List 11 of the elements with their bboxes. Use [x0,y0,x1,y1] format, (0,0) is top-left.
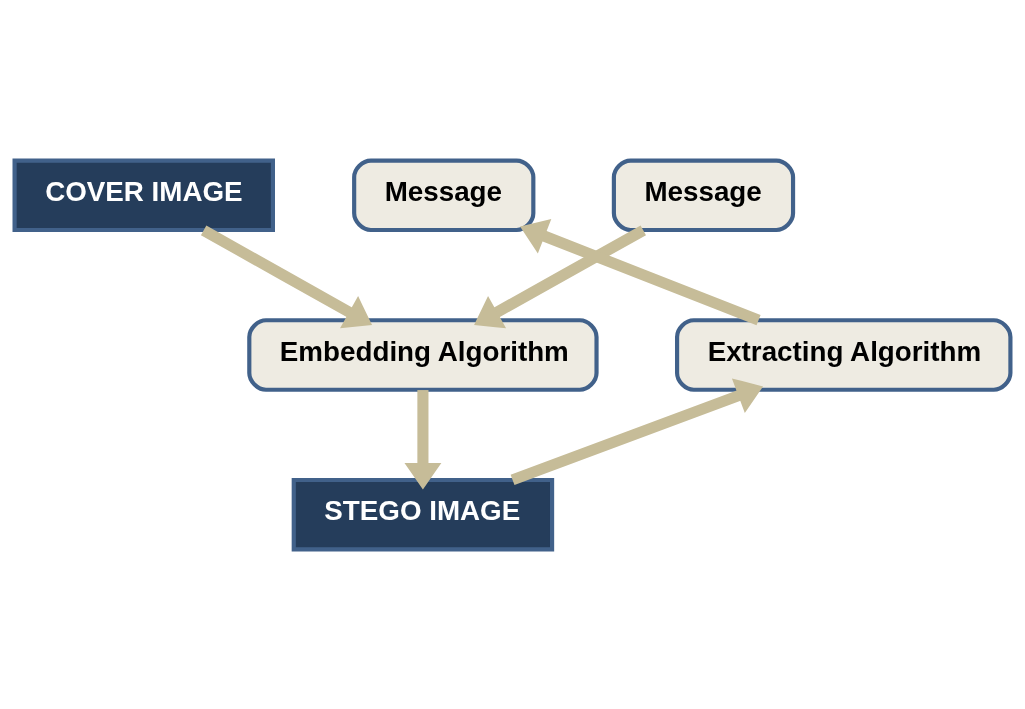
node-box: Message [611,157,796,232]
node-box: STEGO IMAGE [291,477,555,552]
node-box: Embedding Algorithm [247,317,599,392]
arrow [200,225,373,328]
arrow [404,389,442,489]
node-box: Message [352,157,536,232]
node-box: COVER IMAGE [12,157,275,232]
arrow [520,218,761,325]
node-box: Extracting Algorithm [675,317,1013,392]
arrow [510,377,764,485]
arrow [474,225,646,328]
